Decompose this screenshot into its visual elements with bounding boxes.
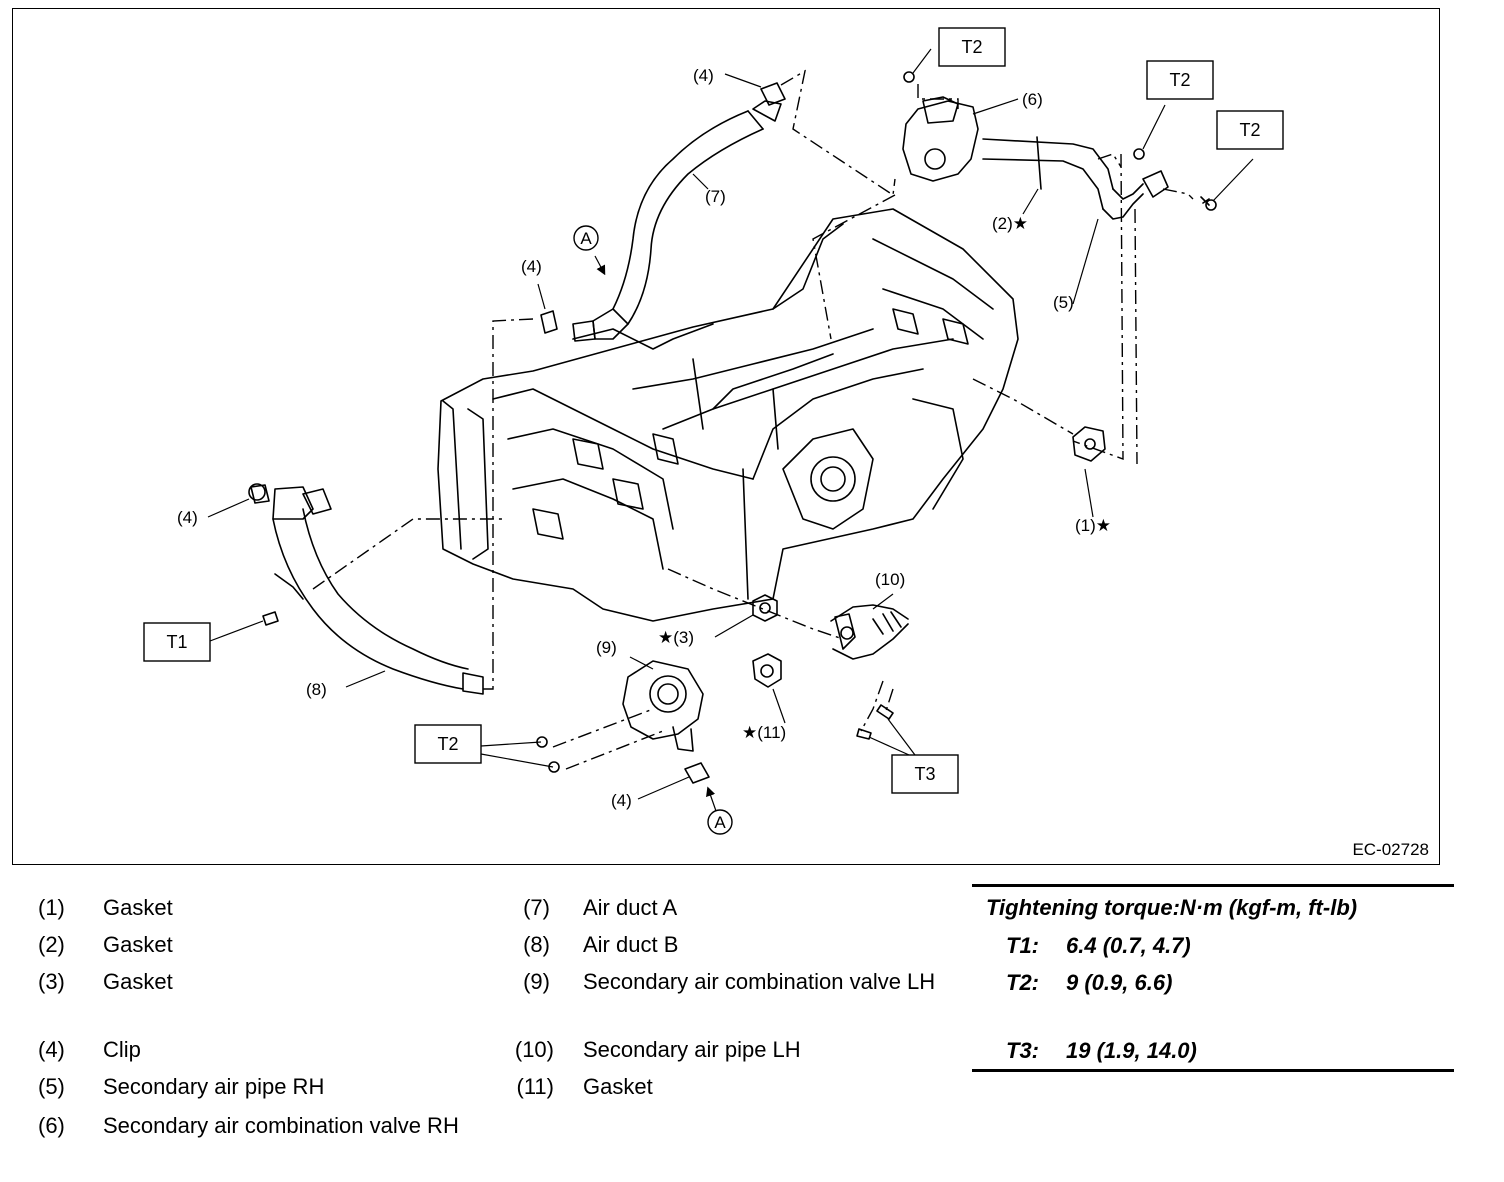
callout-label: (2)★	[992, 214, 1028, 233]
callout-label: (6)	[1022, 90, 1043, 109]
exploded-diagram: A A T2 T2 T2 T1 T2 T3 (4) (6) (7) (2)★ (…	[12, 8, 1440, 865]
legend-number: (2)	[38, 932, 65, 957]
torque-box	[891, 754, 959, 794]
legend-text: Clip	[103, 1037, 141, 1062]
legend-number: (3)	[38, 969, 65, 994]
legend-text: Air duct A	[583, 895, 678, 920]
torque-box-label: T2	[961, 37, 982, 57]
legend-number: (6)	[38, 1113, 65, 1138]
callout-label: ★(11)	[742, 723, 786, 742]
legend-number: (11)	[516, 1074, 555, 1099]
pipe-lh	[830, 604, 909, 660]
torque-box	[938, 27, 1006, 67]
torque-key: T3:	[1006, 1038, 1039, 1063]
torque-key: T2:	[1006, 970, 1039, 995]
clip-left	[540, 310, 558, 334]
clip-lh	[684, 762, 710, 784]
gasket-11	[752, 653, 782, 688]
clip-b	[248, 483, 270, 504]
legend-text: Secondary air combination valve RH	[103, 1113, 459, 1138]
torque-box-label: T1	[166, 632, 187, 652]
callout-label: ★(3)	[658, 628, 694, 647]
legend-text: Secondary air pipe RH	[103, 1074, 325, 1099]
fasteners	[262, 71, 1217, 773]
legend-number: (8)	[523, 932, 550, 957]
legend-number: (1)	[38, 895, 65, 920]
valve-lh	[622, 660, 704, 752]
callout-label: (8)	[306, 680, 327, 699]
legend-text: Secondary air combination valve LH	[583, 969, 936, 994]
callout-label: (1)★	[1075, 516, 1111, 535]
torque-title: Tightening torque:N·m (kgf-m, ft-lb)	[986, 895, 1358, 920]
air-duct-a	[572, 100, 782, 342]
torque-box	[1146, 60, 1214, 100]
torque-box	[1216, 110, 1284, 150]
ref-a-label: A	[714, 813, 726, 832]
torque-box-label: T3	[914, 764, 935, 784]
torque-box-label: T2	[437, 734, 458, 754]
engine-block	[437, 208, 1019, 622]
torque-box	[414, 724, 482, 764]
legend-text: Gasket	[583, 1074, 653, 1099]
torque-value: 9 (0.9, 6.6)	[1066, 970, 1173, 995]
ref-a-circle	[707, 809, 733, 835]
legend-number: (9)	[523, 969, 550, 994]
callout-label: (10)	[875, 570, 905, 589]
gasket-3	[752, 594, 778, 622]
air-duct-b	[272, 486, 484, 695]
figure-id: EC-02728	[1352, 840, 1429, 859]
legend-text: Secondary air pipe LH	[583, 1037, 801, 1062]
torque-table: Tightening torque:N·m (kgf-m, ft-lb) T1:…	[972, 884, 1454, 1072]
callout-label: (4)	[693, 66, 714, 85]
torque-value: 6.4 (0.7, 4.7)	[1066, 933, 1191, 958]
pipe-rh	[982, 138, 1169, 220]
callout-label: (4)	[611, 791, 632, 810]
clip-top	[760, 82, 786, 106]
legend-number: (4)	[38, 1037, 65, 1062]
diagram-drawing: A A T2 T2 T2 T1 T2 T3 (4) (6) (7) (2)★ (…	[143, 27, 1284, 835]
torque-box	[143, 622, 211, 662]
callout-label: (4)	[177, 508, 198, 527]
callout-label: (7)	[705, 187, 726, 206]
gasket-1	[1072, 426, 1106, 462]
ref-a-circle	[573, 225, 599, 251]
valve-rh	[902, 96, 979, 182]
legend-number: (7)	[523, 895, 550, 920]
torque-box-label: T2	[1239, 120, 1260, 140]
torque-box-label: T2	[1169, 70, 1190, 90]
legend-number: (10)	[514, 1037, 554, 1062]
torque-key: T1:	[1006, 933, 1039, 958]
legend-text: Air duct B	[583, 932, 679, 957]
gasket-2	[1036, 136, 1042, 190]
legend-number: (5)	[38, 1074, 65, 1099]
torque-value: 19 (1.9, 14.0)	[1066, 1038, 1197, 1063]
ref-a-label: A	[580, 229, 592, 248]
callout-label: (4)	[521, 257, 542, 276]
legend-text: Gasket	[103, 895, 173, 920]
legend-text: Gasket	[103, 932, 173, 957]
callout-label: (9)	[596, 638, 617, 657]
callout-label: (5)	[1053, 293, 1074, 312]
legend-text: Gasket	[103, 969, 173, 994]
